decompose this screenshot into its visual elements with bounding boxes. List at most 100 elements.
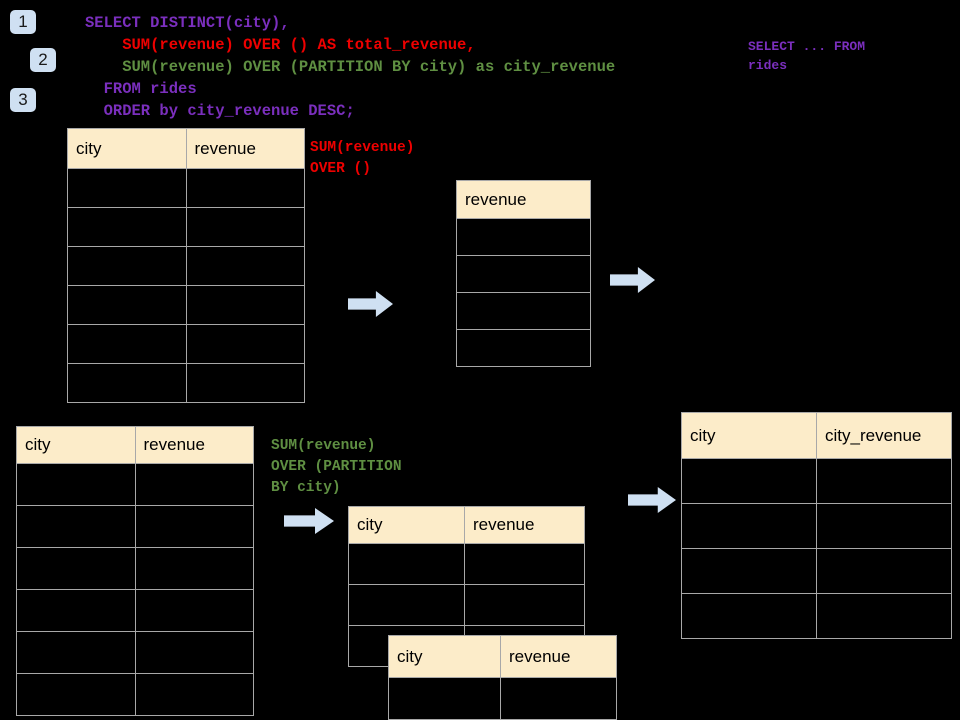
table-row	[681, 593, 952, 639]
table-cell-city	[67, 168, 187, 208]
table-cell-revenue	[134, 505, 254, 548]
table-row	[681, 548, 952, 594]
table-row	[16, 463, 254, 506]
table-row	[16, 673, 254, 716]
table-row	[16, 547, 254, 590]
table-row	[348, 584, 585, 626]
table-row	[67, 285, 305, 325]
column-header-revenue: revenue	[456, 180, 591, 219]
table-cell-revenue	[464, 584, 585, 626]
table-cell-city	[16, 631, 136, 674]
table-cell-revenue	[134, 547, 254, 590]
table-cell-revenue	[456, 218, 591, 256]
table-cell-revenue	[134, 631, 254, 674]
table-row	[348, 543, 585, 585]
table-row	[67, 363, 305, 403]
table-cell-revenue	[456, 329, 591, 367]
annotation-sum-over-empty: SUM(revenue) OVER ()	[310, 140, 415, 177]
table-cell-revenue	[185, 324, 305, 364]
column-header-revenue: revenue	[464, 506, 585, 544]
column-header-city: city	[681, 412, 817, 459]
table-row	[388, 677, 617, 720]
table-row	[456, 255, 591, 293]
arrow-partition-to-result-icon	[628, 487, 676, 513]
table-row	[16, 631, 254, 674]
table-row	[16, 589, 254, 632]
table-cell-revenue	[185, 168, 305, 208]
column-header-city: city	[388, 635, 501, 678]
arrow-total-to-result-icon	[610, 267, 655, 293]
table-cell-city	[388, 677, 501, 720]
table-cell-city	[348, 584, 465, 626]
table-cell-revenue	[134, 463, 254, 506]
table-cell-city	[16, 673, 136, 716]
table-header-row: revenue	[456, 180, 591, 219]
table-cell-city	[681, 548, 817, 594]
column-header-city: city	[348, 506, 465, 544]
table-cell-city	[681, 458, 817, 504]
table-row	[67, 246, 305, 286]
table-cell-revenue	[456, 292, 591, 330]
table-cell-city	[67, 285, 187, 325]
sql-line-select-distinct: SELECT DISTINCT(city),	[85, 14, 290, 32]
sql-line-sum-over-partition: SUM(revenue) OVER (PARTITION BY city) as…	[85, 58, 616, 76]
table-cell-revenue	[134, 589, 254, 632]
table-cell-revenue	[500, 677, 617, 720]
table-row	[456, 218, 591, 256]
column-header-city_revenue: city_revenue	[816, 412, 952, 459]
table-cell-revenue	[185, 285, 305, 325]
table-row	[456, 292, 591, 330]
column-header-revenue: revenue	[500, 635, 617, 678]
column-header-city: city	[67, 128, 187, 169]
table-row	[681, 503, 952, 549]
table-cell-city	[67, 246, 187, 286]
table-cell-revenue	[456, 255, 591, 293]
table-cell-city	[67, 207, 187, 247]
table-cell-revenue	[185, 246, 305, 286]
table-row	[67, 168, 305, 208]
sql-line-from-rides: FROM rides	[85, 80, 197, 98]
arrow-top-left-to-total-icon	[348, 291, 393, 317]
table-cell-city	[681, 503, 817, 549]
table-cell-city_revenue	[816, 503, 952, 549]
column-header-revenue: revenue	[185, 128, 305, 169]
table-row	[67, 207, 305, 247]
table-cell-city_revenue	[816, 593, 952, 639]
table-row	[456, 329, 591, 367]
table-cell-city	[348, 543, 465, 585]
step-badge-2: 2	[30, 48, 56, 72]
sql-line-sum-over-empty: SUM(revenue) OVER () AS total_revenue,	[85, 36, 476, 54]
table-row	[16, 505, 254, 548]
table-cell-revenue	[464, 543, 585, 585]
table-cell-city_revenue	[816, 458, 952, 504]
table-row	[681, 458, 952, 504]
table-cell-revenue	[134, 673, 254, 716]
table-cell-city	[16, 589, 136, 632]
column-header-city: city	[16, 426, 136, 464]
table-cell-city	[16, 463, 136, 506]
table-cell-city	[67, 363, 187, 403]
step-badge-1: 1	[10, 10, 36, 34]
table-row	[67, 324, 305, 364]
table-cell-city	[681, 593, 817, 639]
column-header-revenue: revenue	[134, 426, 254, 464]
data-table-total-revenue: revenue	[456, 180, 591, 367]
table-cell-city	[16, 547, 136, 590]
step-badge-3: 3	[10, 88, 36, 112]
table-cell-revenue	[185, 207, 305, 247]
arrow-bottom-source-to-partition-icon	[284, 508, 334, 534]
table-cell-city	[67, 324, 187, 364]
table-cell-city_revenue	[816, 548, 952, 594]
sql-line-order-by: ORDER by city_revenue DESC;	[85, 102, 355, 120]
table-cell-revenue	[185, 363, 305, 403]
annotation-select-from-rides: SELECT ... FROM rides	[748, 39, 866, 73]
